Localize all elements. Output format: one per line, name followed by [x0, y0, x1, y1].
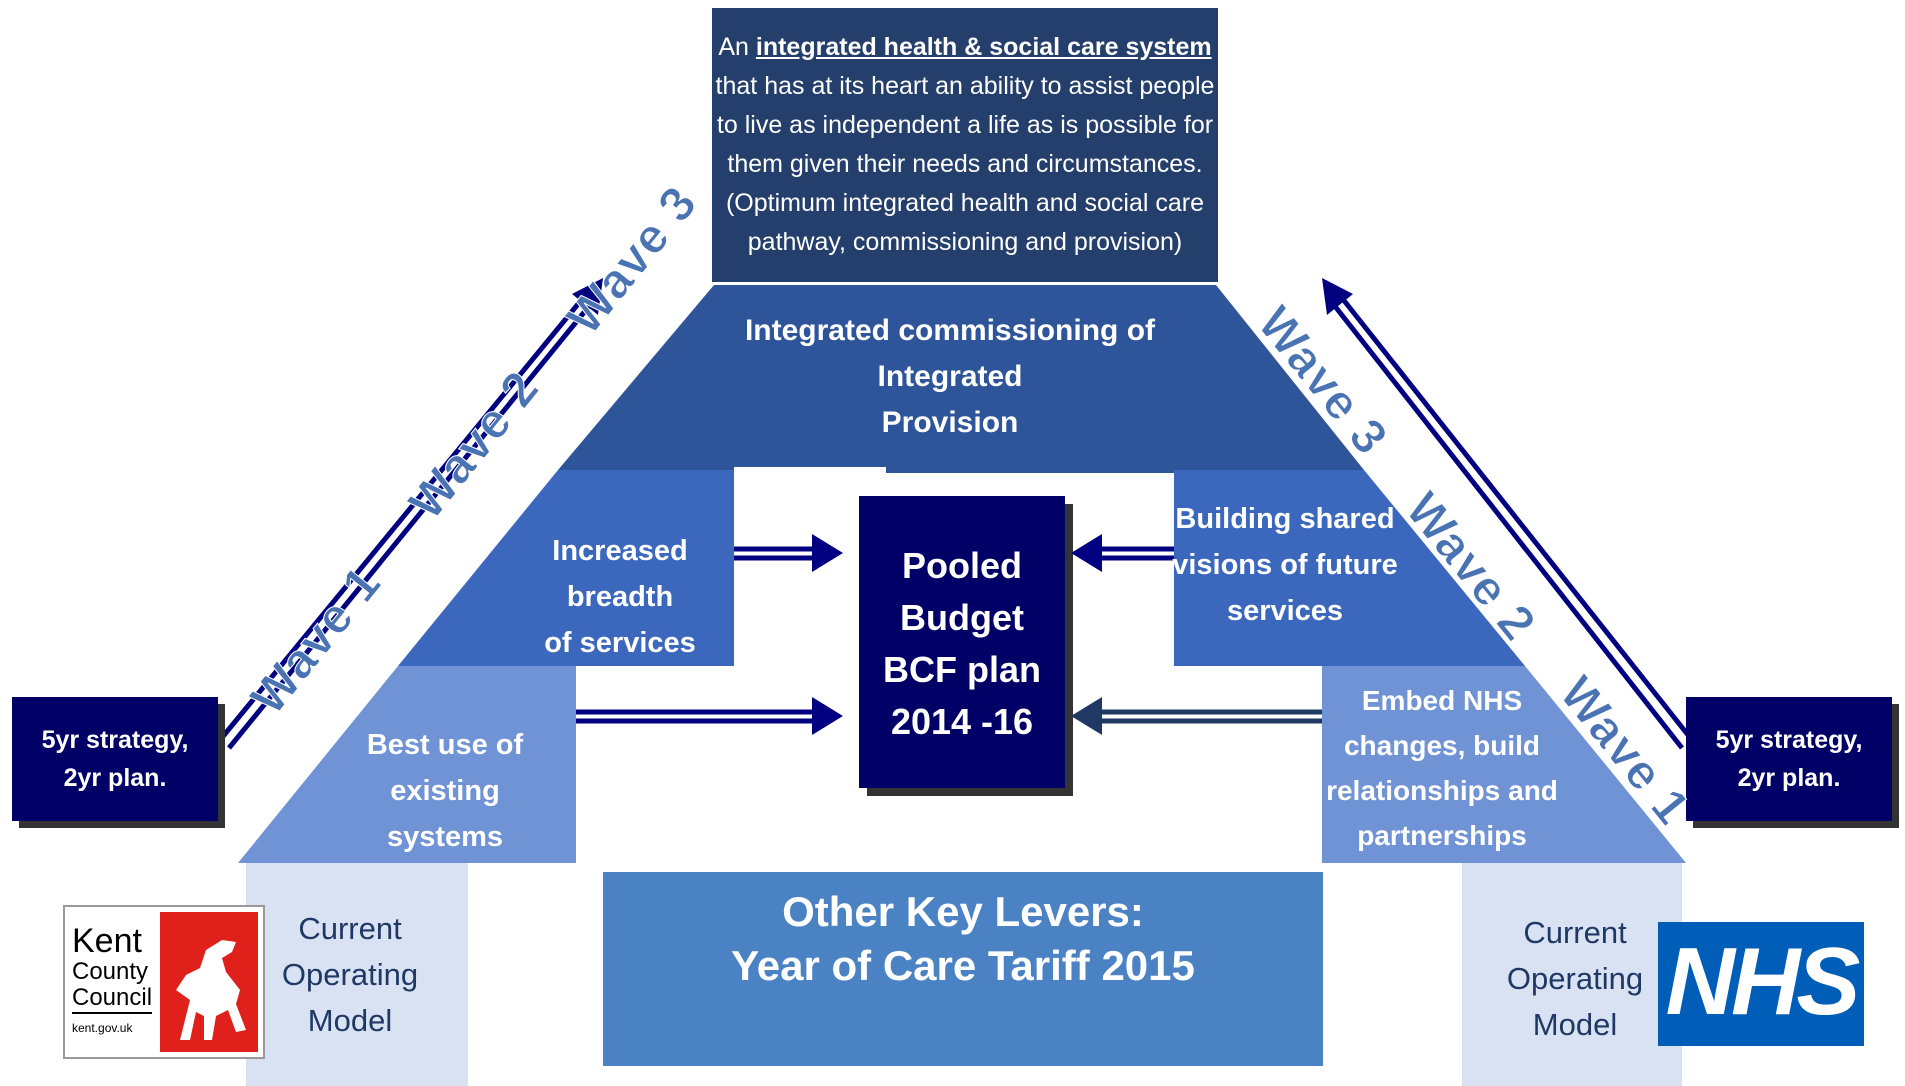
right-current-line-3: Model [1532, 1007, 1618, 1042]
left-current-model-text: Current Operating Model [260, 906, 440, 1044]
vision-line-4: them given their needs and circumstances… [727, 150, 1203, 178]
left-wave2-text: Increased breadth of services [500, 528, 740, 666]
vision-line-1-prefix: An [718, 33, 756, 61]
pooled-line-4: 2014 -16 [890, 701, 1034, 742]
right-wave1-text: Embed NHS changes, build relationships a… [1322, 678, 1562, 858]
right-wave2-text: Building shared visions of future servic… [1170, 496, 1400, 634]
wave3-line-1: Integrated commissioning of Integrated [744, 314, 1156, 393]
vision-text: An integrated health & social care syste… [712, 28, 1218, 262]
current-model-column-left [246, 860, 468, 1086]
wave3-text: Integrated commissioning of Integrated P… [690, 308, 1210, 446]
wave3-line-2: Provision [881, 406, 1019, 439]
arrow-right-lower [1071, 697, 1322, 735]
arrow-right-upper [1071, 534, 1174, 572]
kent-logo-line-3: Council [72, 986, 153, 1014]
pooled-budget-text: Pooled Budget BCF plan 2014 -16 [859, 540, 1065, 748]
nhs-logo-text: NHS [1665, 928, 1861, 1035]
arrow-left-upper [734, 534, 843, 572]
pooled-line-2: Budget [900, 597, 1024, 638]
left-wave2-line-2: of services [544, 627, 696, 659]
wave2-band-left [398, 470, 734, 666]
right-wave2-line-3: services [1226, 595, 1344, 627]
kent-logo-url: kent.gov.uk [72, 1021, 133, 1035]
right-strategy-line-1: 5yr strategy, [1715, 726, 1863, 754]
diagonal-arrow-left [218, 278, 603, 750]
pooled-line-1: Pooled [901, 545, 1022, 586]
wave1-band-left [238, 666, 576, 863]
vision-line-5: (Optimum integrated health and social ca… [725, 189, 1205, 217]
levers-text: Other Key Levers: Year of Care Tariff 20… [603, 885, 1323, 993]
wave2-band-right [1174, 470, 1525, 666]
levers-line-2: Year of Care Tariff 2015 [731, 942, 1195, 989]
right-strategy-box: 5yr strategy, 2yr plan. [1686, 697, 1892, 821]
pooled-line-3: BCF plan [883, 649, 1041, 690]
left-strategy-line-2: 2yr plan. [63, 764, 167, 792]
right-wave2-line-2: visions of future [1172, 549, 1398, 581]
right-wave1-line-2: changes, build [1343, 730, 1541, 761]
current-model-column-right [1462, 860, 1682, 1086]
left-wave1-line-1: Best use of [366, 729, 524, 761]
wave1-band-right [1322, 666, 1686, 863]
arrow-left-lower [576, 697, 843, 735]
left-strategy-box: 5yr strategy, 2yr plan. [12, 697, 218, 821]
right-wave1-line-3: relationships and [1326, 775, 1558, 806]
left-wave2-line-1: Increased breadth [552, 535, 688, 613]
right-strategy-line-2: 2yr plan. [1737, 764, 1841, 792]
vision-line-6: pathway, commissioning and provision) [747, 228, 1183, 256]
right-current-model-text: Current Operating Model [1485, 910, 1665, 1048]
pooled-budget-box [859, 496, 1065, 788]
left-current-line-2: Operating [281, 957, 419, 992]
right-current-line-1: Current [1523, 915, 1627, 950]
left-wave1-text: Best use of existing systems [330, 722, 560, 860]
kent-logo-line-2: County [72, 958, 149, 985]
wave3-gap [886, 467, 1174, 473]
left-current-line-1: Current [298, 911, 402, 946]
vision-box [712, 8, 1218, 282]
wave3-band [558, 285, 1364, 470]
vision-line-3: to live as independent a life as is poss… [716, 111, 1214, 139]
nhs-logo-box [1658, 922, 1864, 1046]
levers-line-1: Other Key Levers: [782, 888, 1144, 935]
right-wave1-line-4: partnerships [1357, 820, 1527, 851]
left-strategy-line-1: 5yr strategy, [41, 726, 189, 754]
right-wave2-line-1: Building shared [1175, 503, 1395, 535]
right-current-line-2: Operating [1506, 961, 1644, 996]
kent-logo-line-1: Kent [72, 922, 142, 960]
kent-logo-text: Kent County Council kent.gov.uk [72, 924, 162, 1034]
levers-box [603, 872, 1323, 1066]
diagonal-arrow-right [1322, 278, 1694, 750]
vision-emphasis: integrated health & social care system [755, 33, 1212, 61]
kent-horse-icon [176, 940, 246, 1040]
vision-line-1: An integrated health & social care syste… [712, 28, 1218, 67]
left-wave1-line-2: existing systems [386, 775, 504, 853]
right-wave1-line-1: Embed NHS [1361, 685, 1523, 716]
vision-line-2: that has at its heart an ability to assi… [715, 72, 1215, 100]
left-current-line-3: Model [307, 1003, 393, 1038]
